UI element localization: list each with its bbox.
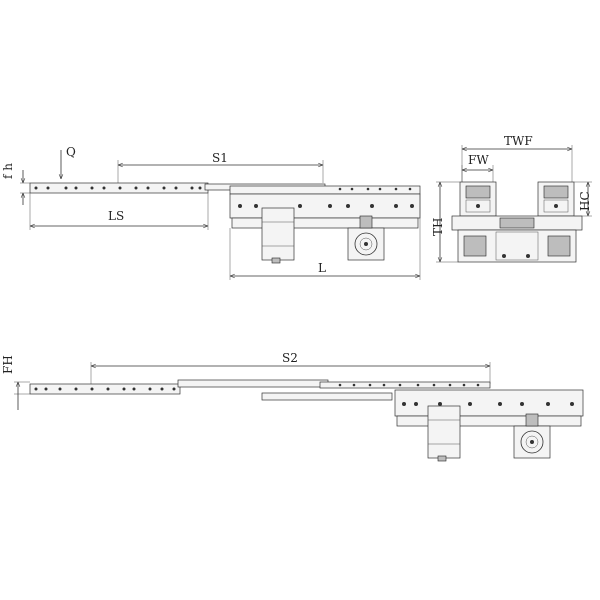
fh-label: FH <box>1 355 15 374</box>
end-view: TWF FW <box>431 134 592 263</box>
s1-dimension: S1 <box>117 151 324 185</box>
s1-label: S1 <box>212 151 228 165</box>
fork-rail-extended-2 <box>29 383 181 395</box>
q-load-arrow: Q <box>61 145 76 179</box>
rail-holes-bottom <box>34 383 480 391</box>
lower-rail-2 <box>261 392 393 401</box>
motor-right <box>347 215 385 261</box>
side-view-extended: FH S2 <box>1 351 584 462</box>
fw-label: FW <box>468 153 489 167</box>
fh-small-label: f h <box>1 163 15 179</box>
twf-dimension: TWF <box>461 134 573 182</box>
drive-frame-2 <box>394 389 584 427</box>
fw-dimension: FW <box>461 153 494 182</box>
fh-large-dimension: FH <box>1 355 30 410</box>
motor-gearbox-left-2 <box>427 405 461 462</box>
s2-label: S2 <box>282 351 298 365</box>
hc-label: HC <box>578 191 592 211</box>
fh-dimension: f h <box>1 163 30 205</box>
th-dimension: TH <box>431 181 460 263</box>
upper-rail-2 <box>319 381 491 389</box>
upper-rail <box>229 185 421 195</box>
motor-right-2 <box>513 413 551 459</box>
side-view-retracted: f h Q S1 <box>1 145 421 280</box>
ls-label: LS <box>108 209 124 223</box>
rail-holes-top <box>34 186 412 191</box>
s2-dimension: S2 <box>90 351 491 385</box>
l-dimension: L <box>229 194 421 280</box>
left-fork-assembly <box>459 181 497 217</box>
end-view-base <box>451 215 583 263</box>
drive-frame <box>229 193 421 229</box>
th-label: TH <box>431 218 445 236</box>
l-label: L <box>318 261 326 275</box>
twf-label: TWF <box>504 134 533 148</box>
ls-dimension: LS <box>29 193 209 230</box>
motor-gearbox-left <box>261 207 295 264</box>
q-label: Q <box>66 145 76 159</box>
hc-dimension: HC <box>574 181 592 217</box>
right-fork-assembly <box>537 181 575 217</box>
middle-rail-2 <box>177 379 329 388</box>
